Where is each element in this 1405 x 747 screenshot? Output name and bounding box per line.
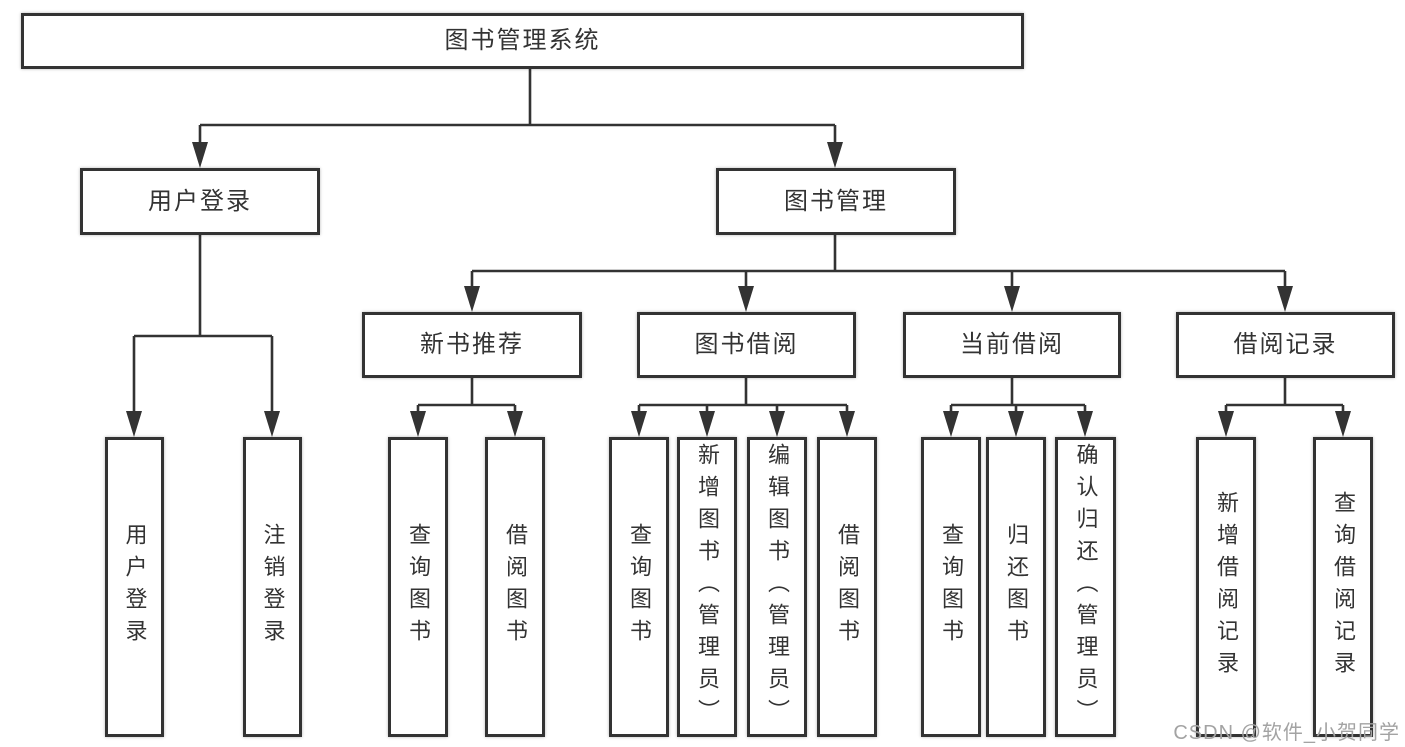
leaf-borrowing-add-books-admin: 新增图书（管理员） [677,437,737,737]
leaf-recommend-borrow-books: 借阅图书 [485,437,545,737]
node-book-borrowing: 图书借阅 [637,312,856,378]
leaf-current-query-books: 查询图书 [921,437,981,737]
node-book-management: 图书管理 [716,168,956,235]
node-library-management-system: 图书管理系统 [21,13,1024,69]
arrow-down-icon [631,411,647,437]
arrow-down-icon [264,411,280,437]
arrow-down-icon [738,286,754,312]
arrow-down-icon [839,411,855,437]
node-current-borrowing: 当前借阅 [903,312,1121,378]
arrow-down-icon [507,411,523,437]
arrow-down-icon [1004,286,1020,312]
arrow-down-icon [192,142,208,168]
leaf-current-return-books: 归还图书 [986,437,1046,737]
arrow-down-icon [827,142,843,168]
arrow-down-icon [699,411,715,437]
node-borrowing-records: 借阅记录 [1176,312,1395,378]
leaf-borrowing-borrow-books: 借阅图书 [817,437,877,737]
leaf-borrowing-edit-books-admin: 编辑图书（管理员） [747,437,807,737]
arrow-down-icon [769,411,785,437]
node-new-book-recommend: 新书推荐 [362,312,582,378]
leaf-logout: 注销登录 [243,437,302,737]
arrow-down-icon [943,411,959,437]
arrow-down-icon [1077,411,1093,437]
arrow-down-icon [1277,286,1293,312]
leaf-borrowing-query-books: 查询图书 [609,437,669,737]
arrow-down-icon [1335,411,1351,437]
leaf-records-query-borrow-record: 查询借阅记录 [1313,437,1373,737]
arrow-down-icon [464,286,480,312]
leaf-recommend-query-books: 查询图书 [388,437,448,737]
arrow-down-icon [1218,411,1234,437]
leaf-user-login: 用户登录 [105,437,164,737]
arrow-down-icon [1008,411,1024,437]
arrow-down-icon [126,411,142,437]
csdn-watermark: CSDN @软件_小贺同学 [1173,722,1400,744]
leaf-current-confirm-return-admin: 确认归还（管理员） [1055,437,1116,737]
node-user-login: 用户登录 [80,168,320,235]
leaf-records-add-borrow-record: 新增借阅记录 [1196,437,1256,737]
arrow-down-icon [410,411,426,437]
